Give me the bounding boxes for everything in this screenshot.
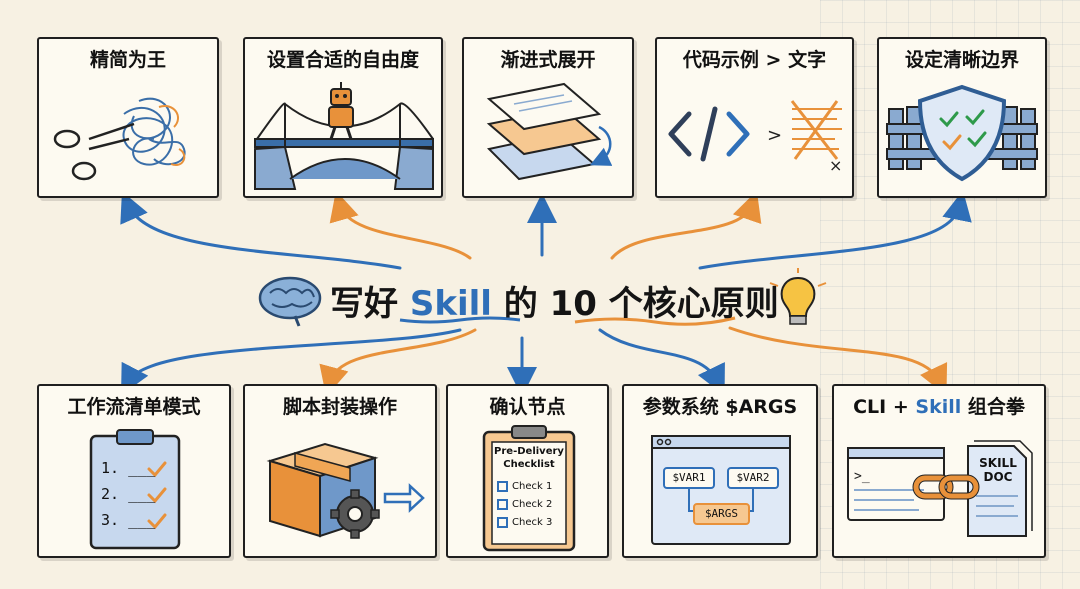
card-title-concise: 精简为王 [89, 49, 166, 71]
checklist-item-1: 1. ___ [101, 459, 156, 477]
predelivery-clipboard-icon [482, 425, 576, 552]
lightbulb-icon [769, 268, 827, 325]
card-title-progressive: 渐进式展开 [500, 49, 596, 71]
scissors-tangle-icon [53, 97, 186, 181]
svg-text:×: × [829, 156, 842, 175]
checklist-item-2: 2. ___ [101, 485, 156, 503]
box-gear-icon [266, 442, 425, 539]
card-title-workflow-checklist: 工作流清单模式 [67, 396, 201, 418]
args-combined: $ARGS [704, 507, 739, 520]
predelivery-title-1: Pre-Delivery [494, 446, 564, 457]
title-suffix: 的 10 个核心原则 [491, 284, 779, 324]
title-decorations [258, 268, 827, 327]
args-window-icon [651, 435, 791, 545]
arrow-to-card-5 [698, 190, 972, 270]
arrow-to-card-2 [329, 190, 472, 260]
args-var2: $VAR2 [736, 471, 770, 484]
arrow-to-card-1 [120, 191, 402, 270]
skill-doc-line1: SKILL [979, 456, 1017, 470]
cli-label-suffix: 组合拳 [961, 396, 1025, 418]
card-title-confirm-node: 确认节点 [489, 396, 566, 418]
main-title: 写好 Skill 的 10 个核心原则 [330, 276, 779, 325]
predelivery-title-2: Checklist [503, 459, 555, 470]
code-vs-text-icon: > × [668, 100, 842, 175]
arrow-to-card-9 [598, 328, 725, 396]
card-script-wrap: 脚本封装操作 [243, 384, 437, 558]
predelivery-check-2: Check 2 [512, 499, 553, 510]
card-boundaries: 设定清晰边界 [877, 37, 1047, 198]
terminal-chain-doc-icon: >_ [847, 440, 1033, 537]
card-code-examples: 代码示例 > 文字 > × [655, 37, 854, 198]
clipboard-icon [89, 429, 181, 550]
shield-fence-icon [886, 84, 1038, 182]
robot-figure [328, 82, 354, 140]
cli-label-highlight: Skill [915, 396, 962, 418]
title-highlight: Skill [409, 284, 492, 324]
arrow-to-card-6 [120, 328, 462, 396]
card-title-cli-skill: CLI + Skill 组合拳 [834, 392, 1044, 419]
svg-text:>_: >_ [854, 469, 870, 484]
card-cli-skill: CLI + Skill 组合拳 >_ SKILL DOC [832, 384, 1046, 558]
center-title: 写好 Skill 的 10 个核心原则 [250, 268, 830, 328]
cli-label-prefix: CLI + [853, 396, 916, 418]
args-var1: $VAR1 [672, 471, 706, 484]
card-title-args-system: 参数系统 $ARGS [642, 396, 798, 418]
card-title-script-wrap: 脚本封装操作 [282, 396, 397, 418]
bridge-robot-icon [254, 82, 434, 190]
arrow-to-card-10 [728, 326, 948, 396]
card-args-system: 参数系统 $ARGS $VAR1 $VAR2 $ARGS [622, 384, 818, 558]
checklist-item-3: 3. ___ [101, 511, 156, 529]
arrow-to-card-4 [610, 190, 762, 260]
card-title-boundaries: 设定清晰边界 [904, 49, 1019, 71]
card-title-code-examples: 代码示例 > 文字 [682, 49, 827, 71]
predelivery-check-1: Check 1 [512, 481, 553, 492]
title-prefix: 写好 [330, 284, 410, 324]
card-workflow-checklist: 工作流清单模式 1. ___ 2. ___ 3. ___ [37, 384, 231, 558]
card-concise: 精简为王 [37, 37, 219, 198]
brain-icon [258, 276, 322, 327]
card-freedom: 设置合适的自由度 [243, 37, 443, 198]
arrow-to-card-7 [319, 328, 477, 397]
card-title-freedom: 设置合适的自由度 [266, 49, 419, 71]
card-progressive: 渐进式展开 [462, 37, 634, 198]
skill-doc-line2: DOC [983, 470, 1013, 484]
card-confirm-node: 确认节点 Pre-Delivery Checklist Check 1 Chec… [446, 384, 609, 558]
predelivery-check-3: Check 3 [512, 517, 553, 528]
layered-pages-icon [486, 82, 613, 181]
svg-text:>: > [767, 125, 782, 146]
